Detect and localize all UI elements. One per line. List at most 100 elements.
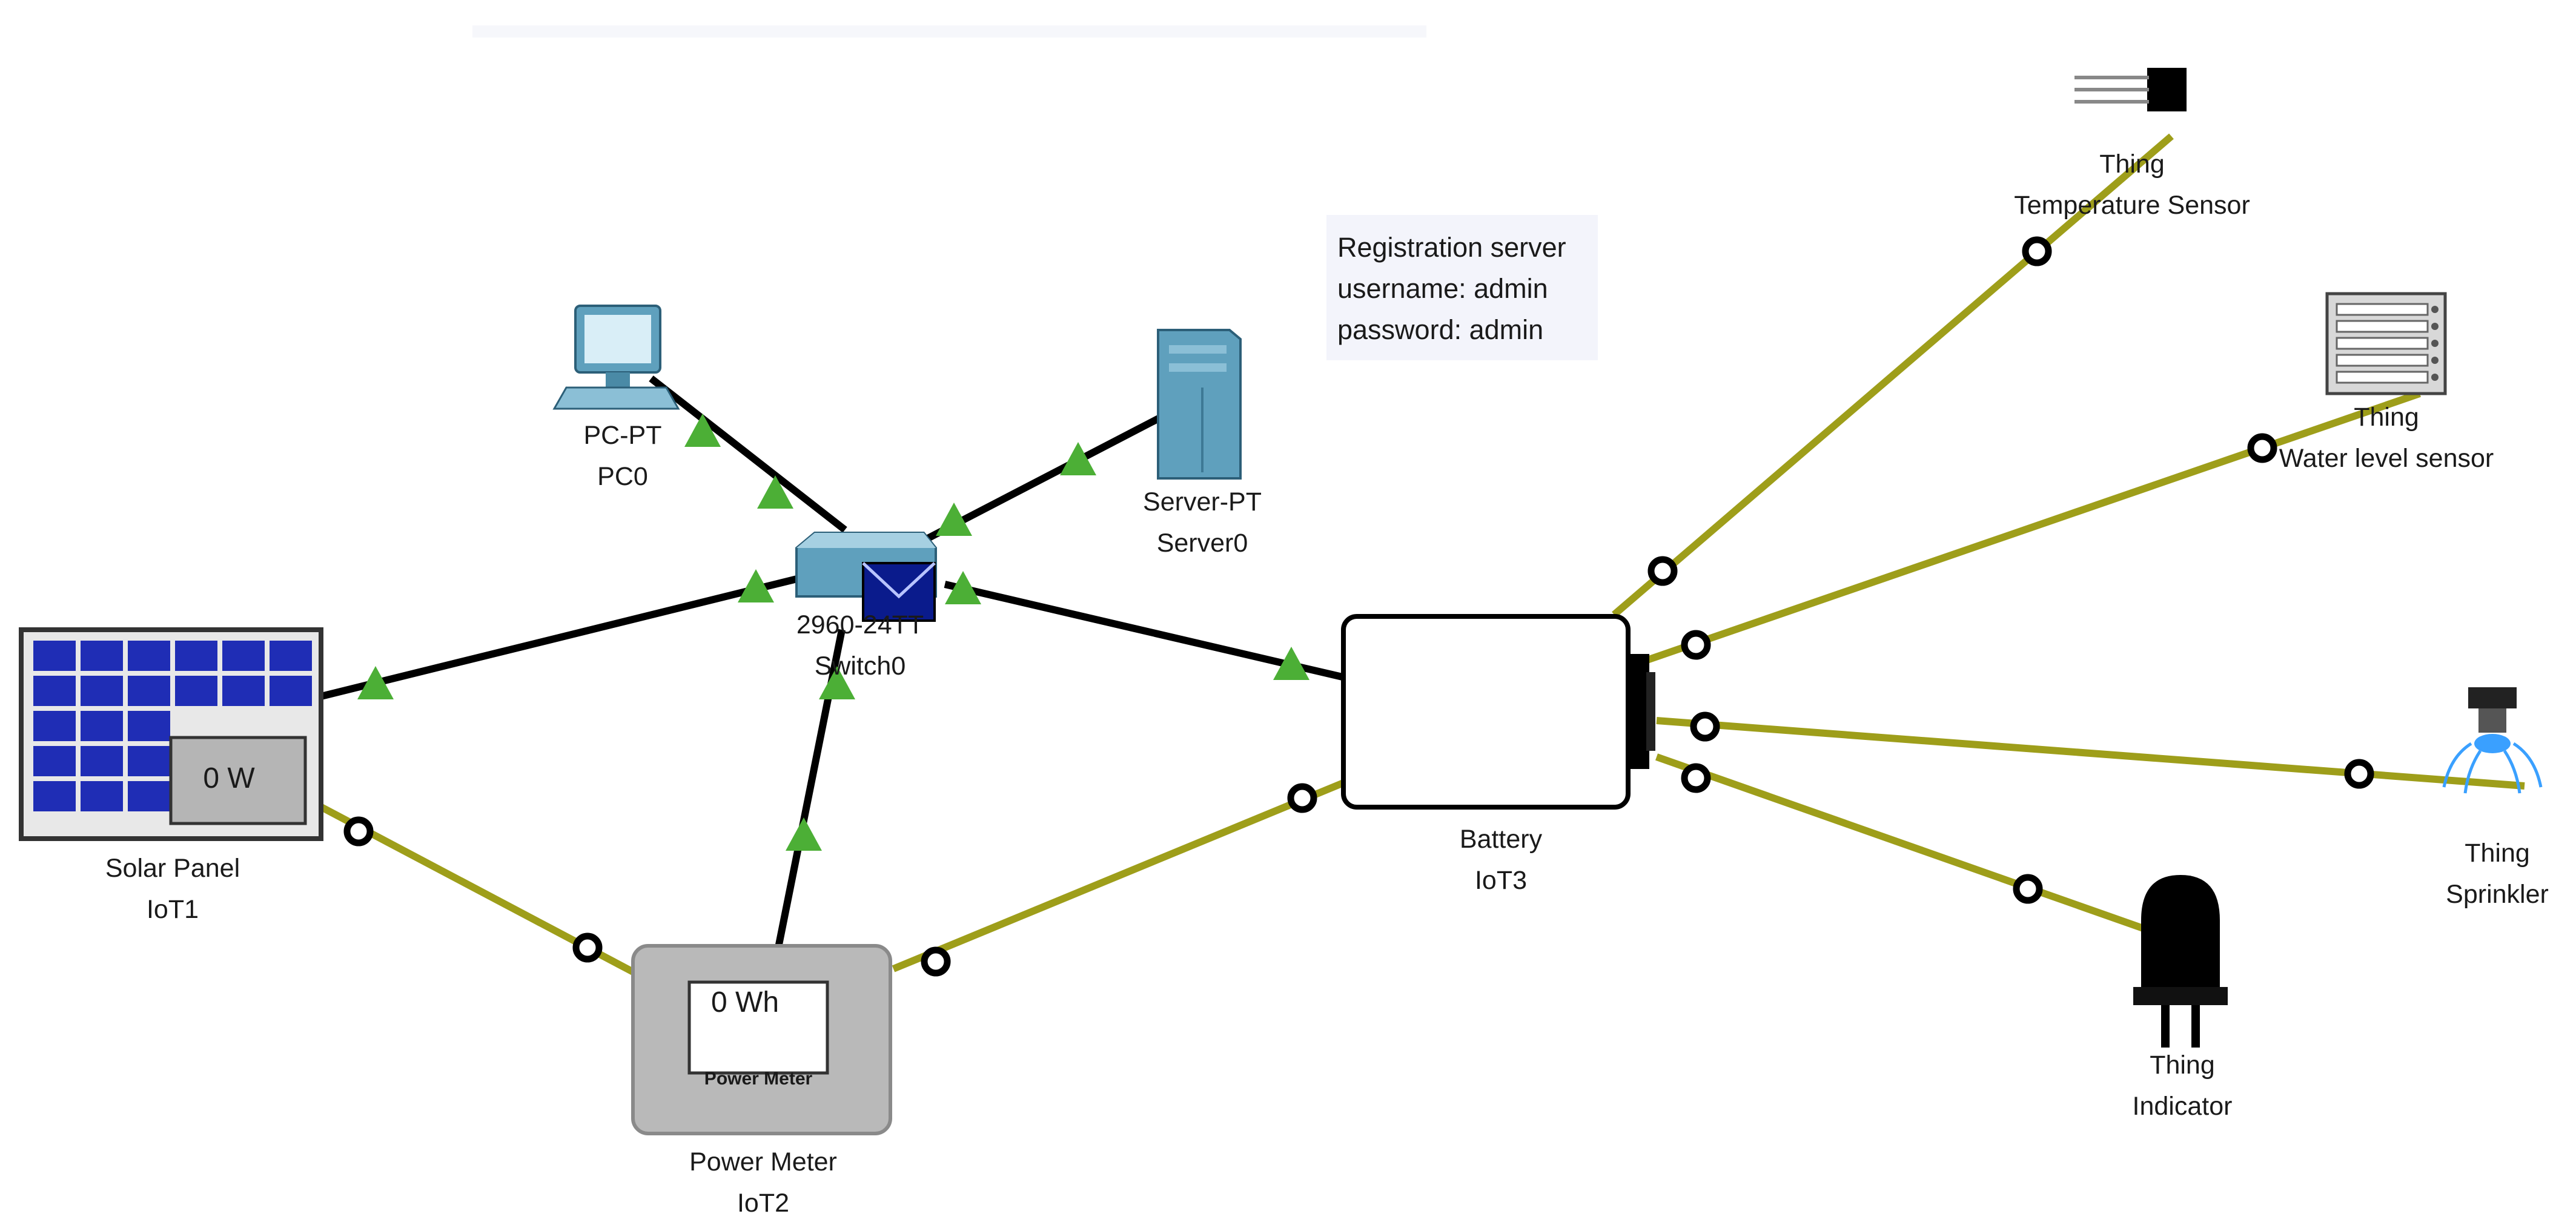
solar-cell	[81, 711, 123, 741]
link-switch-battery[interactable]	[944, 581, 1349, 682]
temperature-sensor-device[interactable]	[2074, 68, 2187, 111]
device-type: Server-PT	[1143, 487, 1262, 516]
solar-panel-device[interactable]	[19, 627, 323, 841]
solar-cell	[33, 781, 76, 811]
device-name: Water level sensor	[2279, 444, 2494, 473]
server0-label: Server-PT Server0	[1143, 481, 1262, 564]
solar-cell	[33, 676, 76, 706]
device-type: Battery	[1459, 825, 1543, 854]
solar-cell	[33, 711, 76, 741]
solar-cell	[222, 641, 265, 671]
device-name: IoT3	[1474, 866, 1528, 895]
pc0-device[interactable]	[552, 305, 680, 410]
iot-link-battery-sprinkler[interactable]	[1656, 717, 2525, 790]
power-meter-label: Power Meter IoT2	[689, 1141, 837, 1224]
device-type: 2960-24TT	[796, 610, 924, 639]
battery-label: Battery IoT3	[1460, 819, 1542, 901]
link-up-triangle	[757, 475, 793, 509]
link-marker	[1287, 783, 1317, 813]
device-name: Switch0	[814, 652, 906, 681]
solar-cell	[128, 711, 170, 741]
link-marker	[921, 946, 951, 977]
solar-cell	[33, 641, 76, 671]
switch0-label: 2960-24TT Switch0	[796, 604, 924, 687]
iot-link-meter-battery[interactable]	[892, 777, 1349, 972]
device-type: Thing	[2150, 1051, 2215, 1080]
note-line: password: admin	[1337, 314, 1544, 345]
battery-device[interactable]	[1341, 614, 1655, 810]
link-up-triangle	[684, 414, 721, 447]
device-name: Sprinkler	[2446, 880, 2549, 909]
power-meter-device[interactable]	[631, 944, 892, 1135]
water-level-sensor-label: Thing Water level sensor	[2279, 397, 2494, 479]
link-solar-switch[interactable]	[320, 575, 801, 700]
device-type: Thing	[2099, 150, 2165, 179]
link-up-triangle	[357, 666, 394, 699]
switch0-device[interactable]	[795, 532, 937, 622]
link-up-triangle	[936, 503, 972, 536]
water-level-sensor-device[interactable]	[2325, 292, 2447, 395]
device-name: PC0	[597, 462, 648, 491]
link-marker	[343, 816, 374, 847]
link-up-triangle	[945, 571, 981, 604]
link-marker	[2013, 874, 2043, 904]
temperature-sensor-label: Thing Temperature Sensor	[2014, 144, 2250, 226]
device-name: Server0	[1156, 529, 1248, 558]
iot-links	[316, 133, 2525, 975]
link-server-switch[interactable]	[925, 414, 1162, 543]
solar-reading: 0 W	[203, 762, 255, 794]
iot-link-battery-temp[interactable]	[1612, 133, 2174, 618]
top-toolbar-strip	[472, 25, 1426, 38]
iot-link-markers	[343, 236, 2374, 977]
indicator-device[interactable]	[2133, 875, 2228, 1048]
solar-panel-label: Solar Panel IoT1	[105, 848, 240, 930]
solar-cell	[81, 676, 123, 706]
link-up-triangle	[819, 666, 855, 699]
solar-display	[169, 736, 307, 825]
indicator-label: Thing Indicator	[2133, 1045, 2233, 1127]
pc0-label: PC-PT PC0	[584, 415, 662, 497]
solar-cell	[222, 676, 265, 706]
solar-cell	[81, 641, 123, 671]
sprinkler-icon	[2468, 687, 2517, 708]
device-type: Thing	[2465, 839, 2530, 868]
solar-cell	[128, 641, 170, 671]
solar-cell	[270, 676, 312, 706]
iot-link-battery-indicator[interactable]	[1655, 753, 2144, 932]
note-line: Registration server	[1337, 232, 1566, 263]
link-marker	[2344, 759, 2374, 789]
device-type: PC-PT	[583, 421, 662, 450]
device-type: Power Meter	[689, 1147, 837, 1177]
solar-cells	[33, 641, 312, 811]
solar-cell	[128, 676, 170, 706]
device-type: Thing	[2354, 403, 2419, 432]
link-marker	[1681, 630, 1711, 660]
solar-cell	[33, 746, 76, 776]
device-name: IoT1	[146, 895, 199, 924]
solar-cell	[81, 746, 123, 776]
link-up-triangle	[786, 817, 822, 851]
sprinkler-device[interactable]	[2442, 687, 2543, 794]
ethernet-links	[320, 375, 1349, 949]
temperature-sensor-icon	[2147, 68, 2187, 111]
link-marker	[2022, 236, 2052, 266]
device-name: Indicator	[2132, 1092, 2233, 1121]
link-status-indicators	[357, 414, 1310, 851]
link-marker	[1681, 763, 1711, 793]
solar-cell	[81, 781, 123, 811]
sprinkler-label: Thing Sprinkler	[2446, 833, 2549, 915]
power-meter-panel-text: Power Meter	[704, 1069, 813, 1089]
device-name: IoT2	[737, 1189, 790, 1218]
link-up-triangle	[738, 569, 774, 602]
link-pc-switch[interactable]	[649, 375, 847, 533]
iot-link-battery-water[interactable]	[1637, 390, 2421, 667]
device-type: Solar Panel	[105, 854, 240, 883]
link-marker	[1647, 556, 1678, 586]
solar-cell	[175, 641, 217, 671]
solar-cell	[175, 676, 217, 706]
solar-cell	[128, 781, 170, 811]
link-marker	[572, 932, 603, 963]
server0-device[interactable]	[1157, 329, 1242, 480]
battery-icon	[1341, 614, 1631, 810]
